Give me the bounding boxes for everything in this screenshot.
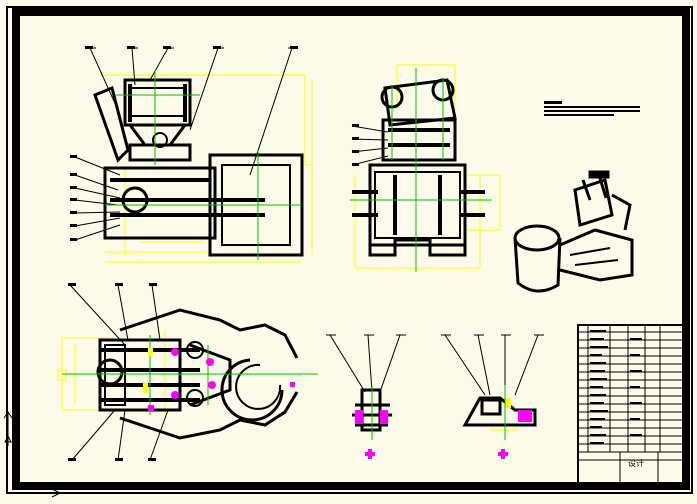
detail-view-a — [326, 334, 406, 459]
plan-view — [57, 283, 318, 461]
detail-view-b — [441, 334, 544, 459]
layout-tab-icon — [51, 488, 62, 498]
front-elevation-view — [350, 64, 501, 272]
side-elevation-view — [70, 46, 313, 263]
technical-notes — [544, 101, 640, 116]
drawing-frame — [12, 8, 690, 490]
title-block-label: 设计 — [628, 459, 644, 468]
ucs-axis-icon — [2, 410, 14, 450]
outer-border — [6, 6, 693, 494]
title-block-table — [577, 324, 685, 484]
layout-tab-strip[interactable] — [0, 486, 697, 498]
title-block: 设计 — [578, 325, 684, 483]
isometric-view — [513, 170, 634, 293]
